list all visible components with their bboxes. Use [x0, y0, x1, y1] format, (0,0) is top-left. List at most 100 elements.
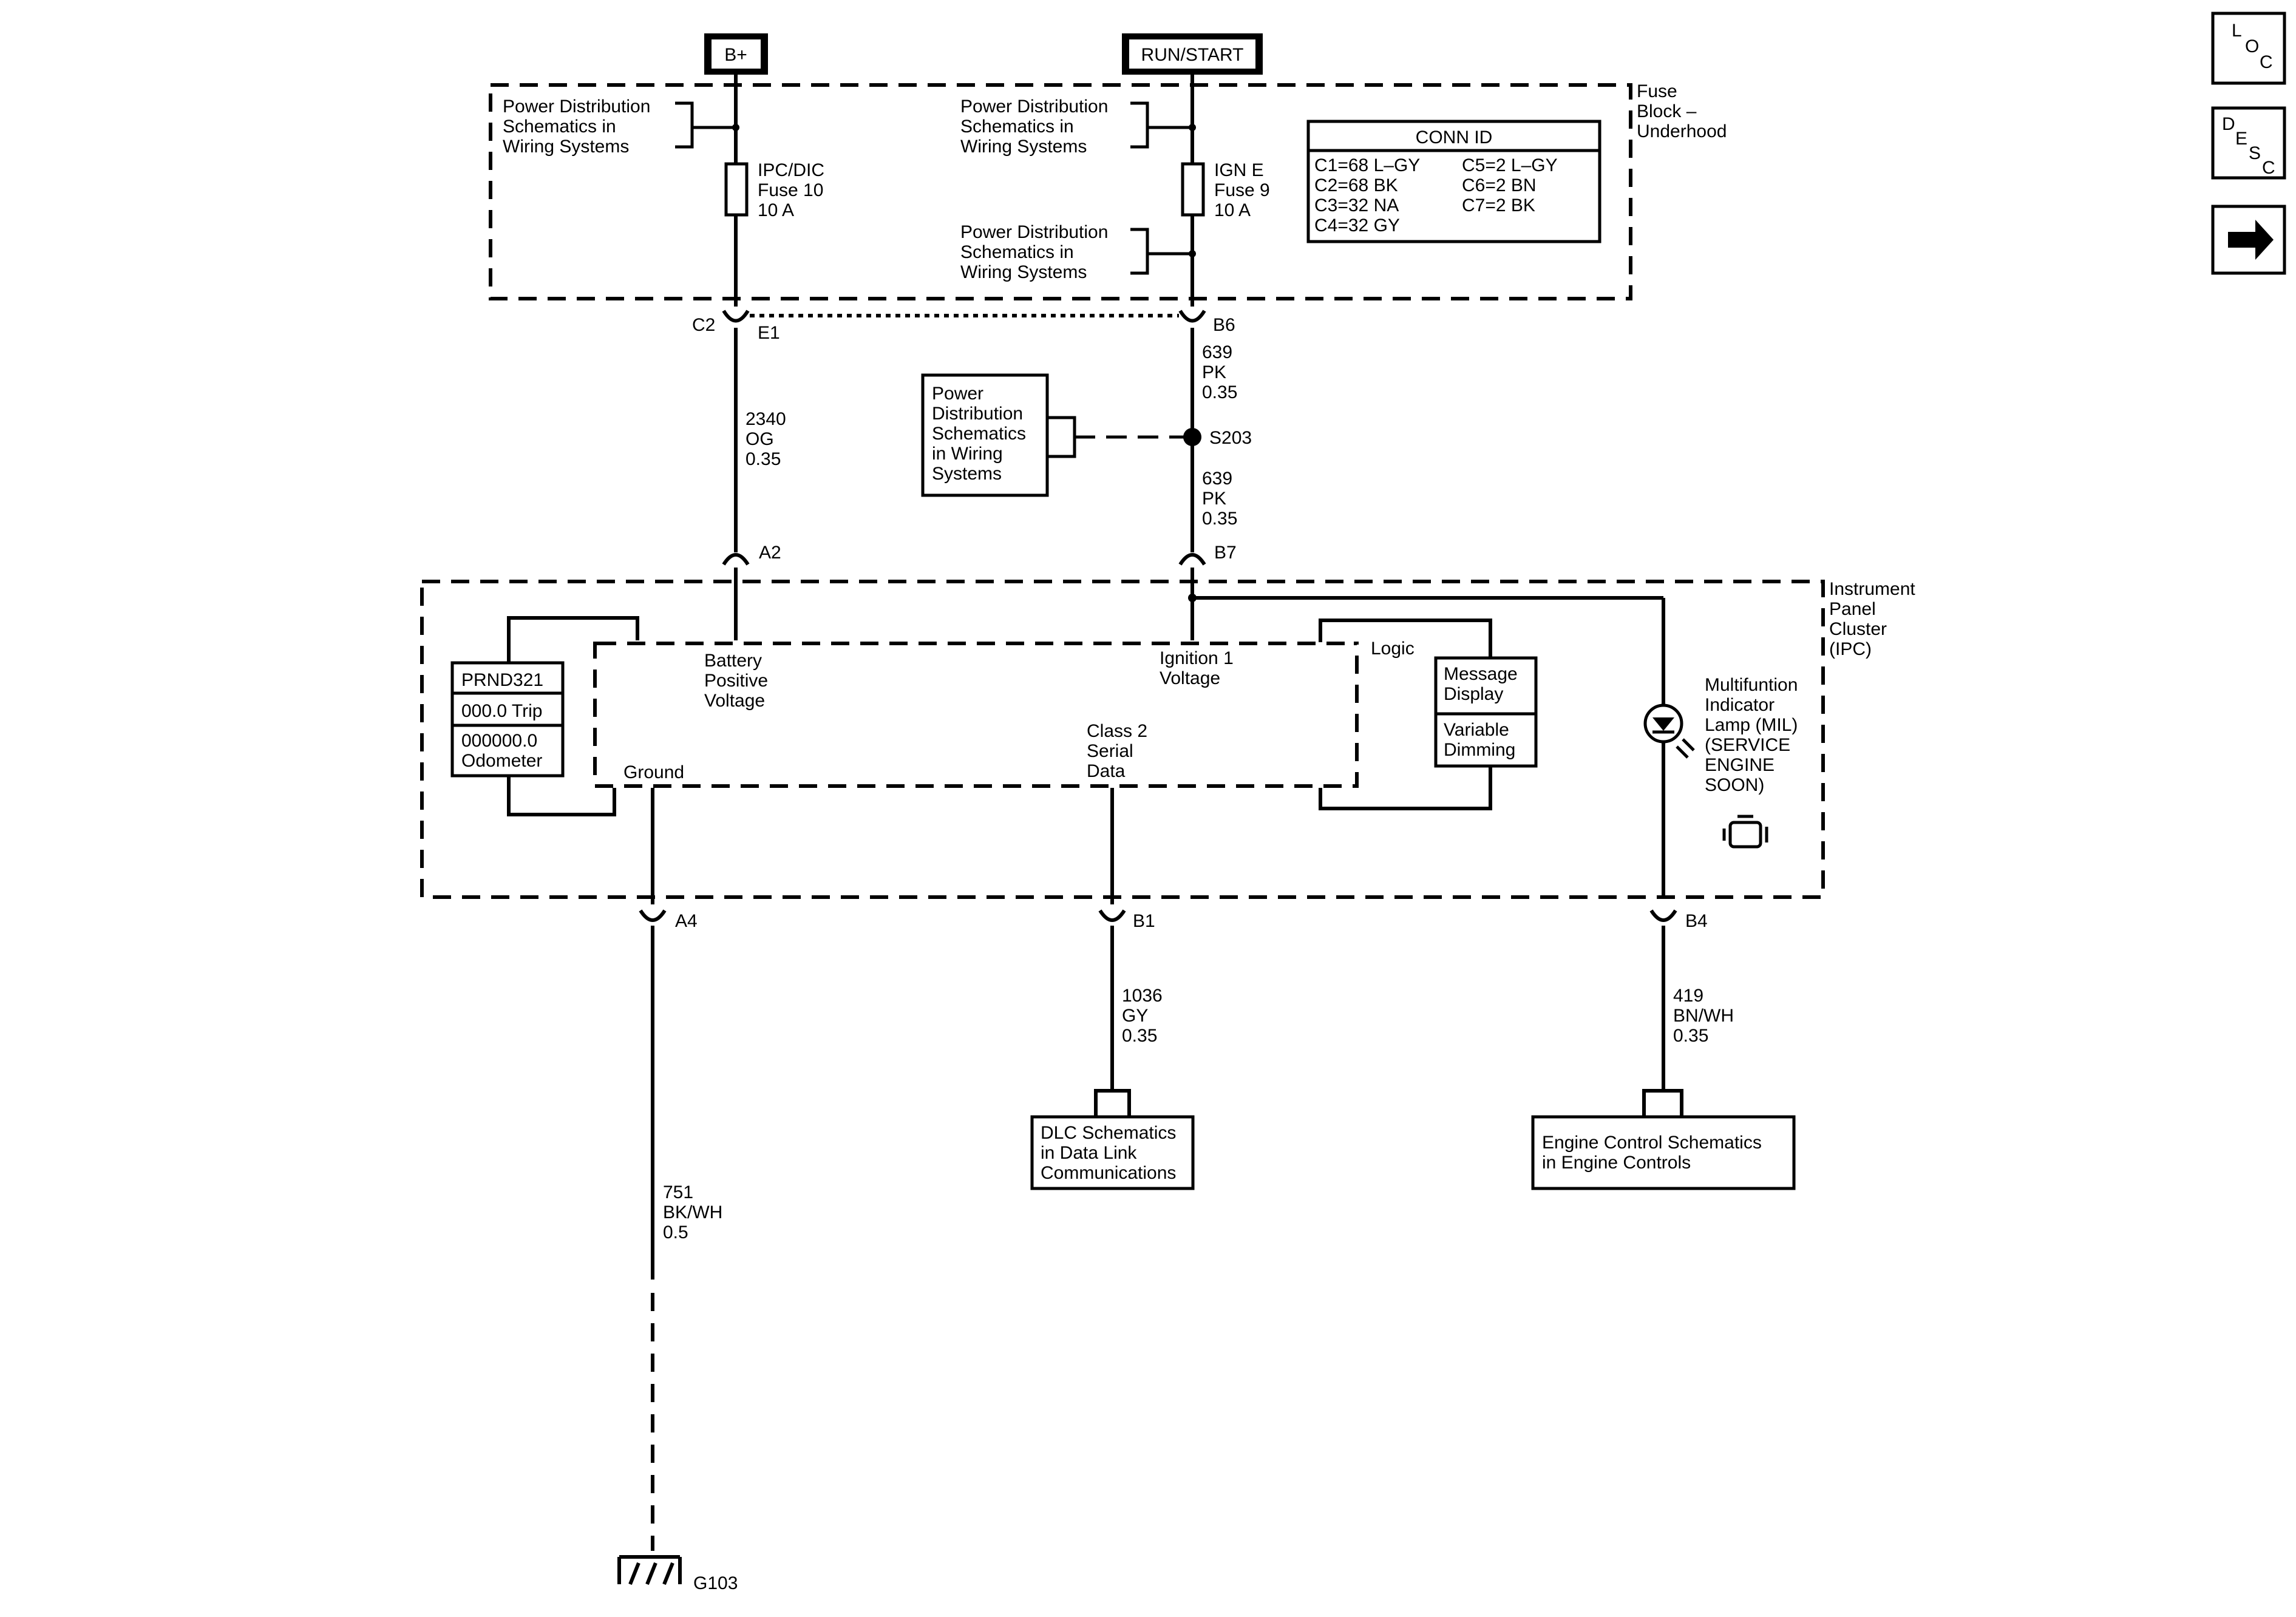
ipc-label-4: (IPC)	[1829, 639, 1872, 659]
conn-id-c4: C4=32 GY	[1314, 215, 1400, 236]
wire-2340-label-1: 2340	[746, 409, 786, 429]
dlc-label-3: Communications	[1041, 1163, 1176, 1183]
conn-id-c6: C6=2 BN	[1462, 175, 1537, 195]
pd-ref-text-1: Power Distribution	[960, 97, 1108, 117]
ground-label: Ground	[623, 762, 684, 782]
engine-icon	[1722, 815, 1768, 849]
message-link-bottom	[1319, 766, 1492, 810]
pd-ref-s203-text-5: Systems	[932, 464, 1002, 484]
fuse10-label-3: 10 A	[758, 200, 794, 220]
ecm-label-2: in Engine Controls	[1542, 1153, 1691, 1173]
class2-label-2: Serial	[1087, 741, 1133, 761]
dimming-label-2: Dimming	[1444, 740, 1515, 760]
loc-letter-o: O	[2245, 36, 2259, 56]
message-label-1: Message	[1444, 664, 1518, 684]
fuse-block-label-3: Underhood	[1637, 121, 1727, 141]
prnd-label: PRND321	[461, 670, 543, 690]
ground-g103-icon	[617, 1555, 682, 1585]
conn-id-c2: C2=68 BK	[1314, 175, 1398, 195]
ipc-outline	[420, 580, 1825, 899]
odo-label-2: Odometer	[461, 751, 542, 771]
pd-ref-text-3: Wiring Systems	[503, 137, 629, 157]
desc-button[interactable]: D E S C	[2211, 106, 2286, 180]
label-c2: C2	[692, 315, 715, 335]
ecm-ref-box: Engine Control Schematics in Engine Cont…	[1531, 1115, 1796, 1190]
odometer-display: PRND321 000.0 Trip 000000.0 Odometer	[450, 661, 565, 778]
logic-label: Logic	[1371, 639, 1415, 659]
pd-ref-text-3: Wiring Systems	[960, 262, 1087, 282]
pd-ref-text-2: Schematics in	[960, 242, 1074, 262]
pd-ref-fuse9-bottom: Power Distribution Schematics in Wiring …	[960, 222, 1196, 282]
dimming-label-1: Variable	[1444, 720, 1509, 740]
mil-label-1: Multifuntion	[1705, 675, 1798, 695]
conn-id-title: CONN ID	[1416, 127, 1493, 147]
connector-b6	[1178, 310, 1206, 323]
wire-639a-label-2: PK	[1202, 362, 1226, 382]
arrow-right-icon	[2228, 220, 2274, 260]
loc-button[interactable]: L O C	[2211, 12, 2286, 85]
ipc-label-1: Instrument	[1829, 579, 1915, 599]
fuse-9	[1181, 162, 1205, 217]
logic-block-outline	[593, 642, 1359, 788]
label-g103: G103	[693, 1573, 738, 1593]
conn-id-c3: C3=32 NA	[1314, 195, 1399, 215]
next-button[interactable]	[2211, 205, 2286, 275]
desc-letter-d: D	[2222, 114, 2235, 134]
ignition-label-1: Ignition 1	[1160, 648, 1234, 668]
fuse10-label-2: Fuse 10	[758, 180, 823, 200]
mil-label-4: (SERVICE	[1705, 735, 1790, 755]
wire-639b-label-1: 639	[1202, 469, 1232, 489]
label-s203: S203	[1209, 428, 1252, 448]
mil-label-3: Lamp (MIL)	[1705, 715, 1798, 735]
mil-lamp-icon	[1643, 703, 1695, 759]
fuse-block-outline	[489, 83, 1632, 300]
wire-2340-label-3: 0.35	[746, 449, 781, 469]
conn-id-c5: C5=2 L–GY	[1462, 155, 1558, 175]
pd-ref-s203-text-3: Schematics	[932, 424, 1026, 444]
ecm-label-1: Engine Control Schematics	[1542, 1133, 1762, 1153]
splice-s203	[1183, 428, 1201, 446]
wire-751-label-3: 0.5	[663, 1222, 688, 1242]
fuse9-label-3: 10 A	[1214, 200, 1251, 220]
display-link-bottom	[507, 776, 616, 816]
wire-419-label-3: 0.35	[1673, 1026, 1708, 1046]
class2-label-3: Data	[1087, 761, 1126, 781]
wire-639b-label-2: PK	[1202, 489, 1226, 509]
pd-ref-s203-text-2: Distribution	[932, 404, 1023, 424]
display-link-top	[507, 616, 639, 663]
ipc-label-2: Panel	[1829, 599, 1876, 619]
pd-ref-s203-text-1: Power	[932, 384, 983, 404]
wire-639b-label-3: 0.35	[1202, 509, 1237, 529]
wire-639a-label-3: 0.35	[1202, 382, 1237, 402]
pd-ref-s203: Power Distribution Schematics in Wiring …	[921, 373, 1184, 497]
conn-id-c1: C1=68 L–GY	[1314, 155, 1420, 175]
ipc-label-3: Cluster	[1829, 619, 1887, 639]
pd-ref-fuse9-top: Power Distribution Schematics in Wiring …	[960, 97, 1196, 157]
wire-1036-label-3: 0.35	[1122, 1026, 1157, 1046]
connector-a2	[722, 553, 750, 566]
source-runstart: RUN/START	[1122, 33, 1263, 75]
battery-label-2: Positive	[704, 671, 768, 691]
fuse-10	[724, 162, 749, 217]
connector-c2-e1	[722, 310, 750, 323]
runstart-label: RUN/START	[1141, 45, 1244, 65]
label-a2: A2	[759, 543, 781, 563]
label-a4: A4	[675, 911, 698, 931]
mil-label-2: Indicator	[1705, 695, 1775, 715]
connector-b1	[1098, 909, 1126, 922]
class2-label-1: Class 2	[1087, 721, 1147, 741]
pd-ref-text-1: Power Distribution	[503, 97, 650, 117]
wire-419-label-2: BN/WH	[1673, 1006, 1734, 1026]
wire-639a-label-1: 639	[1202, 342, 1232, 362]
fuse9-label-1: IGN E	[1214, 160, 1264, 180]
wire-751-label-2: BK/WH	[663, 1202, 722, 1222]
desc-letter-c: C	[2262, 158, 2275, 178]
source-bplus: B+	[704, 33, 768, 75]
trip-label: 000.0 Trip	[461, 701, 542, 721]
message-link-top	[1319, 619, 1492, 658]
mil-label-6: SOON)	[1705, 775, 1764, 795]
desc-letter-e: E	[2235, 129, 2247, 149]
conn-id-c7: C7=2 BK	[1462, 195, 1535, 215]
fuse-block-label-2: Block –	[1637, 101, 1697, 121]
wire-751-label-1: 751	[663, 1182, 693, 1202]
